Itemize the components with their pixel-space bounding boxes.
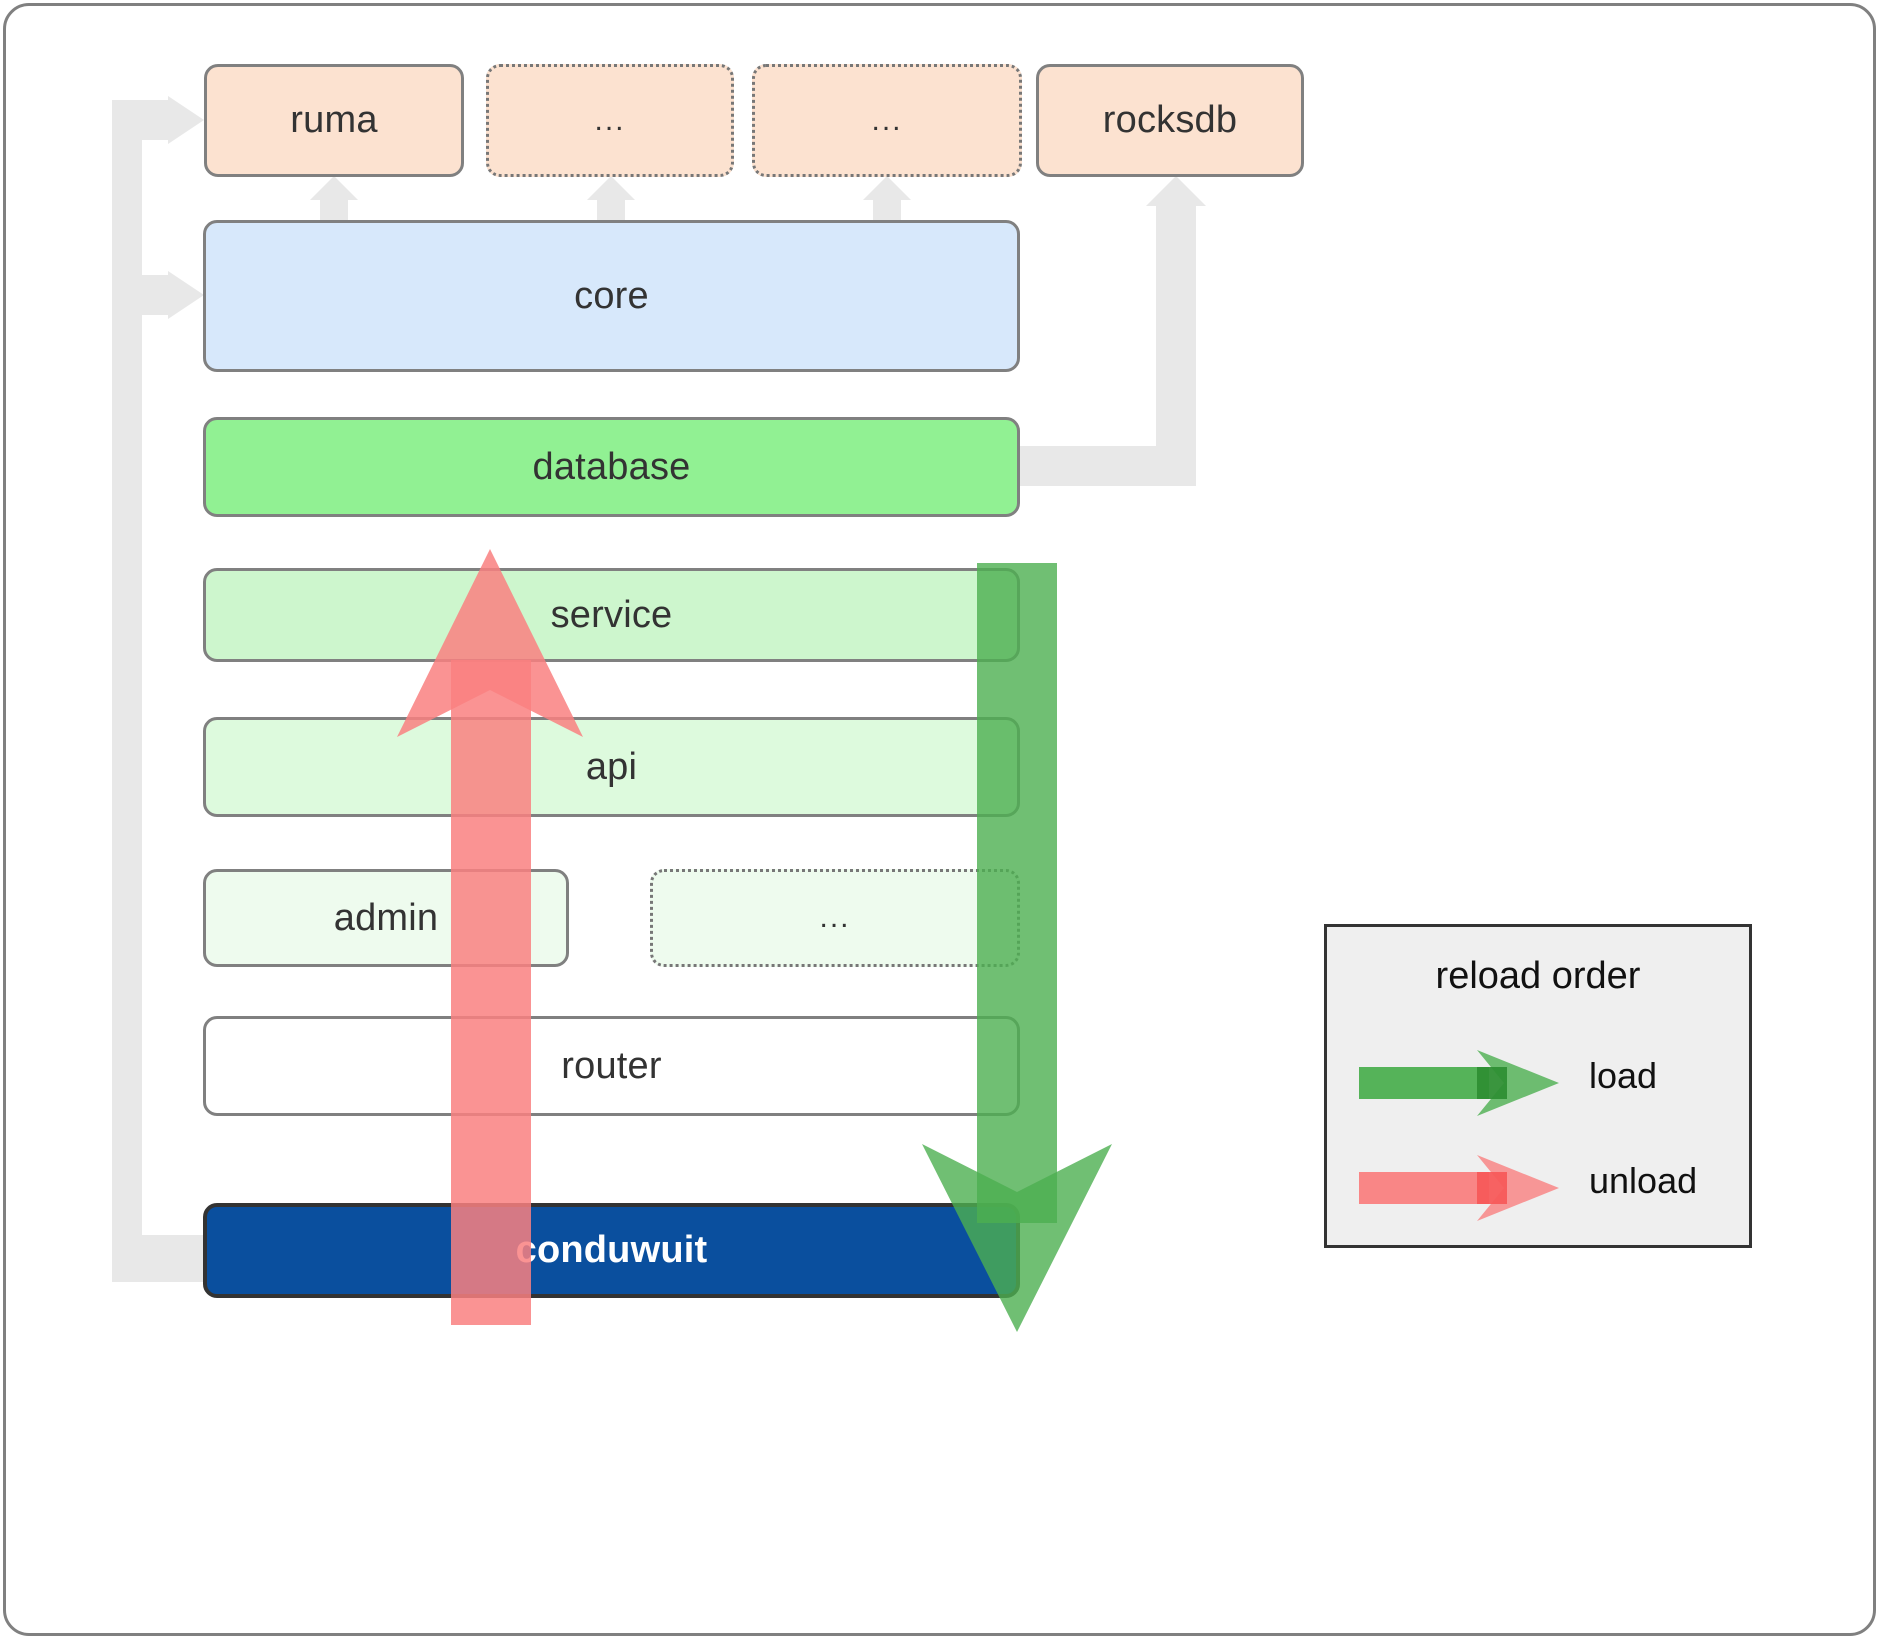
application-conduwuit-label: conduwuit — [515, 1229, 708, 1271]
legend-load-label: load — [1589, 1055, 1658, 1096]
layer-database[interactable]: database — [203, 417, 1020, 517]
layer-core-label: core — [574, 274, 649, 317]
layer-placeholder[interactable]: ... — [650, 869, 1020, 967]
layer-service[interactable]: service — [203, 568, 1020, 662]
application-conduwuit[interactable]: conduwuit — [203, 1203, 1020, 1298]
crate-placeholder-2[interactable]: ... — [752, 64, 1022, 177]
legend-title: reload order — [1435, 955, 1641, 997]
layer-admin[interactable]: admin — [203, 869, 569, 967]
layer-router[interactable]: router — [203, 1016, 1020, 1116]
legend-unload-label: unload — [1589, 1160, 1698, 1201]
crate-rocksdb[interactable]: rocksdb — [1036, 64, 1304, 177]
crate-rocksdb-label: rocksdb — [1102, 99, 1238, 141]
crate-placeholder-1-label: ... — [594, 103, 626, 137]
layer-service-label: service — [550, 593, 673, 636]
crate-placeholder-1[interactable]: ... — [486, 64, 734, 177]
legend-row-unload: unload — [1327, 1142, 1749, 1232]
load-arrow-icon — [1359, 1050, 1559, 1116]
layer-admin-label: admin — [333, 896, 439, 939]
layer-api-label: api — [585, 745, 638, 788]
crate-placeholder-2-label: ... — [871, 103, 903, 137]
layer-core[interactable]: core — [203, 220, 1020, 372]
layer-router-label: router — [561, 1044, 662, 1087]
unload-arrow-icon — [1359, 1155, 1559, 1221]
layer-placeholder-label: ... — [819, 901, 851, 934]
crate-ruma[interactable]: ruma — [204, 64, 464, 177]
crate-ruma-label: ruma — [290, 99, 378, 141]
layer-api[interactable]: api — [203, 717, 1020, 817]
legend-reload-order: reload order load unload — [1324, 924, 1752, 1248]
legend-row-load: load — [1327, 1037, 1749, 1127]
layer-database-label: database — [532, 445, 691, 488]
